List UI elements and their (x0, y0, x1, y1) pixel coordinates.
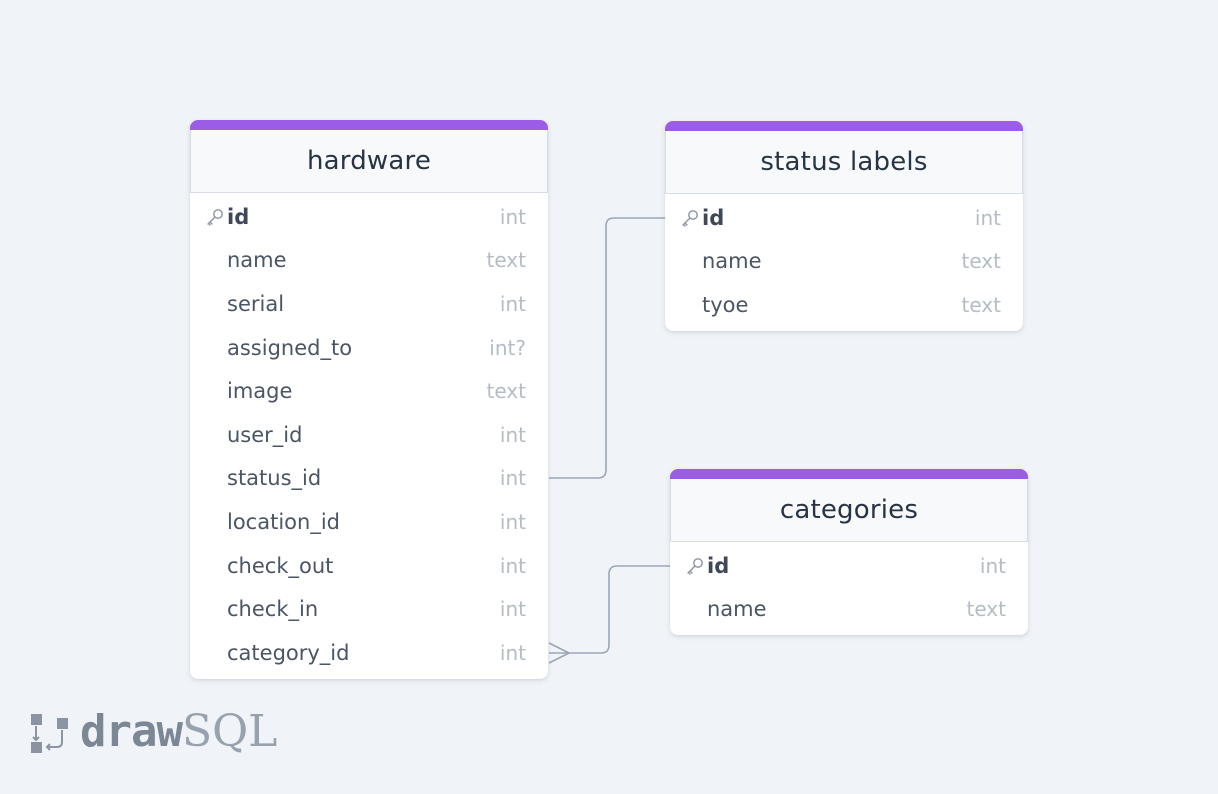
column-type: int (499, 553, 526, 578)
column-type: text (966, 597, 1006, 622)
column-name: serial (227, 291, 285, 316)
connector-category-id[interactable] (549, 565, 671, 654)
column-name: name (702, 249, 762, 274)
table-hardware[interactable]: hardware id int name text serial int (190, 120, 548, 679)
table-title: status labels (760, 147, 928, 177)
column-name: name (707, 597, 767, 622)
column-type: int (499, 422, 526, 447)
column-row-serial[interactable]: serial int (190, 282, 548, 326)
drawsql-logo: draw SQL (30, 706, 277, 757)
logo-text-sql: SQL (181, 706, 278, 757)
column-type: int (499, 640, 526, 665)
column-row-name[interactable]: name text (190, 239, 548, 283)
column-name: user_id (227, 422, 303, 447)
table-header[interactable]: categories (670, 479, 1028, 542)
table-accent-bar (665, 121, 1023, 131)
column-row-location-id[interactable]: location_id int (190, 500, 548, 544)
crows-foot-icon (548, 642, 570, 664)
column-row-user-id[interactable]: user_id int (190, 413, 548, 457)
column-type: int (499, 597, 526, 622)
column-list: id int name text tyoe text (665, 194, 1023, 331)
column-row-id[interactable]: id int (670, 544, 1028, 588)
column-type: int (979, 553, 1006, 578)
column-type: text (486, 248, 526, 273)
column-row-id[interactable]: id int (190, 195, 548, 239)
table-title: hardware (306, 146, 432, 176)
column-name: image (227, 379, 293, 404)
column-type: int (499, 466, 526, 491)
column-name: id (707, 553, 730, 578)
column-name: category_id (227, 640, 350, 665)
table-title: categories (779, 495, 919, 525)
column-row-name[interactable]: name text (670, 588, 1028, 632)
column-name: check_in (227, 597, 319, 622)
column-row-status-id[interactable]: status_id int (190, 457, 548, 501)
table-accent-bar (190, 120, 548, 130)
drawsql-logo-icon (31, 713, 68, 753)
column-name: tyoe (702, 292, 749, 317)
table-header[interactable]: status labels (665, 131, 1023, 194)
column-type: int (974, 205, 1001, 230)
primary-key-icon (190, 207, 227, 227)
column-name: status_id (227, 466, 322, 491)
table-header[interactable]: hardware (190, 130, 548, 193)
table-status-labels[interactable]: status labels id int name text tyoe text (665, 121, 1023, 331)
table-categories[interactable]: categories id int name text (670, 469, 1028, 636)
column-row-id[interactable]: id int (665, 196, 1023, 240)
column-row-tyoe[interactable]: tyoe text (665, 283, 1023, 327)
column-type: int? (489, 335, 526, 360)
column-type: text (486, 379, 526, 404)
table-accent-bar (670, 469, 1028, 479)
primary-key-icon (670, 556, 707, 576)
column-name: id (702, 205, 725, 230)
primary-key-icon (665, 208, 702, 228)
column-row-check-in[interactable]: check_in int (190, 587, 548, 631)
column-name: name (227, 248, 287, 273)
connector-status-id[interactable] (549, 217, 666, 479)
column-row-assigned-to[interactable]: assigned_to int? (190, 326, 548, 370)
column-type: text (961, 249, 1001, 274)
column-list: id int name text serial int assigned_to … (190, 193, 548, 679)
logo-text-draw: draw (80, 706, 183, 757)
column-row-image[interactable]: image text (190, 369, 548, 413)
column-type: int (499, 291, 526, 316)
column-type: text (961, 292, 1001, 317)
column-name: check_out (227, 553, 334, 578)
column-row-check-out[interactable]: check_out int (190, 544, 548, 588)
column-name: assigned_to (227, 335, 353, 360)
column-type: int (499, 509, 526, 534)
column-row-category-id[interactable]: category_id int (190, 631, 548, 675)
column-name: id (227, 204, 250, 229)
column-type: int (499, 204, 526, 229)
column-list: id int name text (670, 542, 1028, 635)
column-name: location_id (227, 509, 340, 534)
column-row-name[interactable]: name text (665, 240, 1023, 284)
